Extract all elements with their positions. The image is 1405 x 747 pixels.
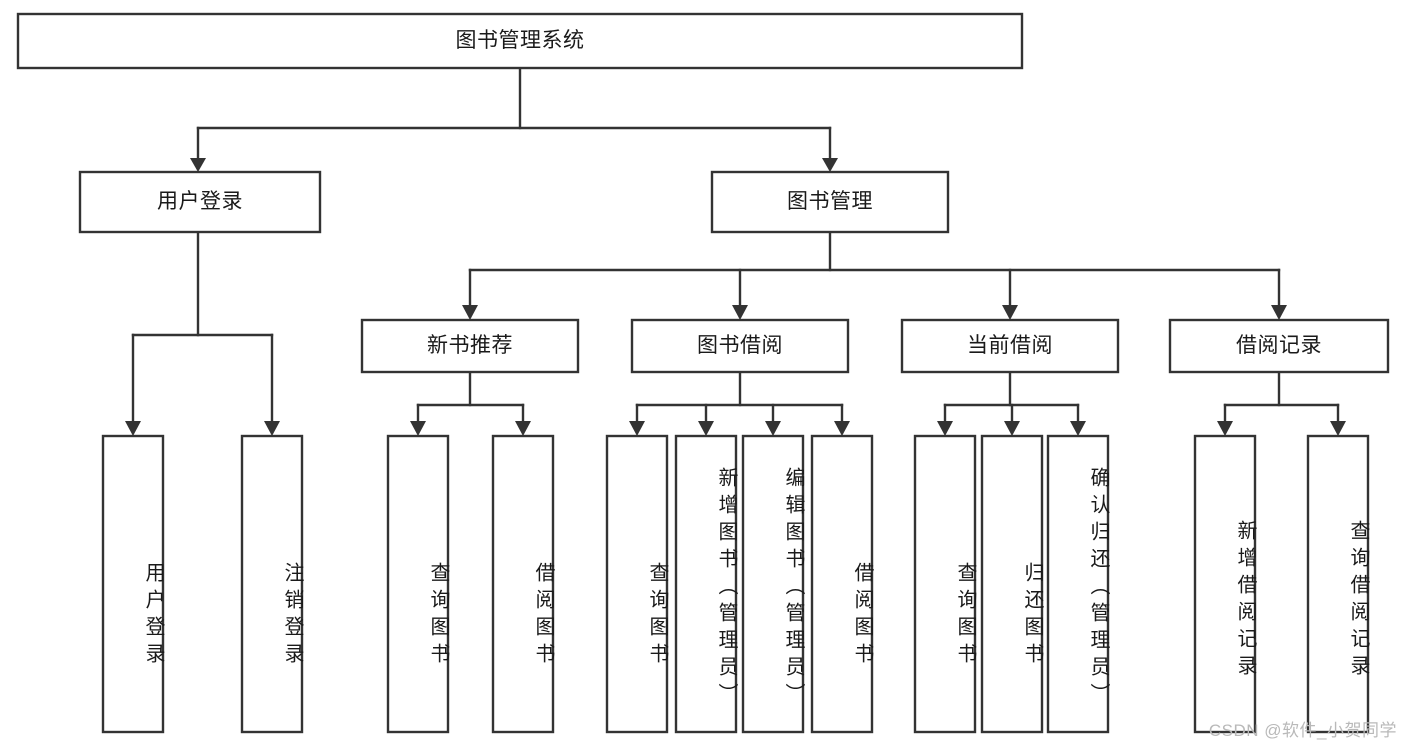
node-box-leaf-query-book-3	[913, 434, 977, 734]
node-box-leaf-return-book	[980, 434, 1044, 734]
node-box-leaf-borrow-book-1	[491, 434, 555, 734]
connector-currentborrow-to-leaves	[937, 370, 1086, 436]
node-box-leaf-borrow-book-2	[810, 434, 874, 734]
connector-newbook-to-leaves	[410, 370, 531, 436]
node-box-leaf-query-record	[1306, 434, 1370, 734]
node-box-root	[16, 12, 1024, 70]
node-box-leaf-query-book-1	[386, 434, 450, 734]
node-box-leaf-user-login	[101, 434, 165, 734]
node-box-current-borrow	[900, 318, 1120, 374]
node-box-leaf-confirm-return	[1046, 434, 1110, 734]
connector-bookmgmt-to-level3	[462, 230, 1287, 320]
node-box-leaf-edit-book	[741, 434, 805, 734]
connector-bookborrow-to-leaves	[629, 370, 850, 436]
node-box-leaf-add-record	[1193, 434, 1257, 734]
watermark-text: CSDN @软件_小贺同学	[1208, 721, 1397, 740]
node-box-book-borrow	[630, 318, 850, 374]
node-box-leaf-add-book	[674, 434, 738, 734]
connector-userlogin-to-leaves	[125, 230, 280, 436]
node-box-leaf-logout	[240, 434, 304, 734]
node-box-user-login	[78, 170, 322, 234]
node-box-book-management	[710, 170, 950, 234]
node-box-new-book-recommend	[360, 318, 580, 374]
node-box-leaf-query-book-2	[605, 434, 669, 734]
node-box-borrow-record	[1168, 318, 1390, 374]
connector-borrowrecord-to-leaves	[1217, 370, 1346, 436]
connector-root-to-level2	[190, 66, 838, 172]
